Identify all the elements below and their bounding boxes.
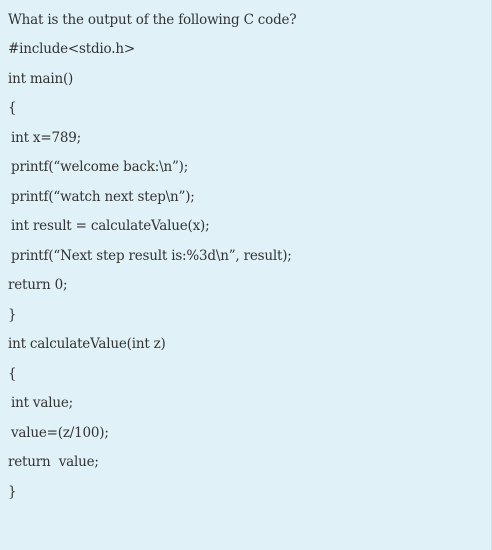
code-line-func-close-brace: }	[8, 484, 17, 500]
code-line-func-signature: int calculateValue(int z)	[8, 336, 166, 352]
code-line-return-main: return 0;	[8, 277, 68, 293]
question-text: What is the output of the following C co…	[8, 12, 297, 28]
code-line-declare-x: int x=789;	[11, 130, 81, 146]
code-line-result-assign: int result = calculateValue(x);	[11, 218, 210, 234]
code-line-printf-watch: printf(“watch next step\n”);	[11, 189, 195, 205]
code-line-main-signature: int main()	[8, 71, 74, 87]
code-line-return-value: return value;	[8, 454, 99, 470]
code-line-printf-welcome: printf(“welcome back:\n”);	[11, 159, 189, 175]
code-line-include: #include<stdio.h>	[8, 41, 135, 57]
code-line-open-brace: {	[8, 100, 17, 116]
code-line-declare-value: int value;	[11, 395, 73, 411]
code-line-close-brace: }	[8, 307, 17, 323]
code-line-printf-result: printf(“Next step result is:%3d\n”, resu…	[11, 248, 292, 264]
code-line-func-open-brace: {	[8, 366, 17, 382]
code-line-compute-value: value=(z/100);	[11, 425, 109, 441]
